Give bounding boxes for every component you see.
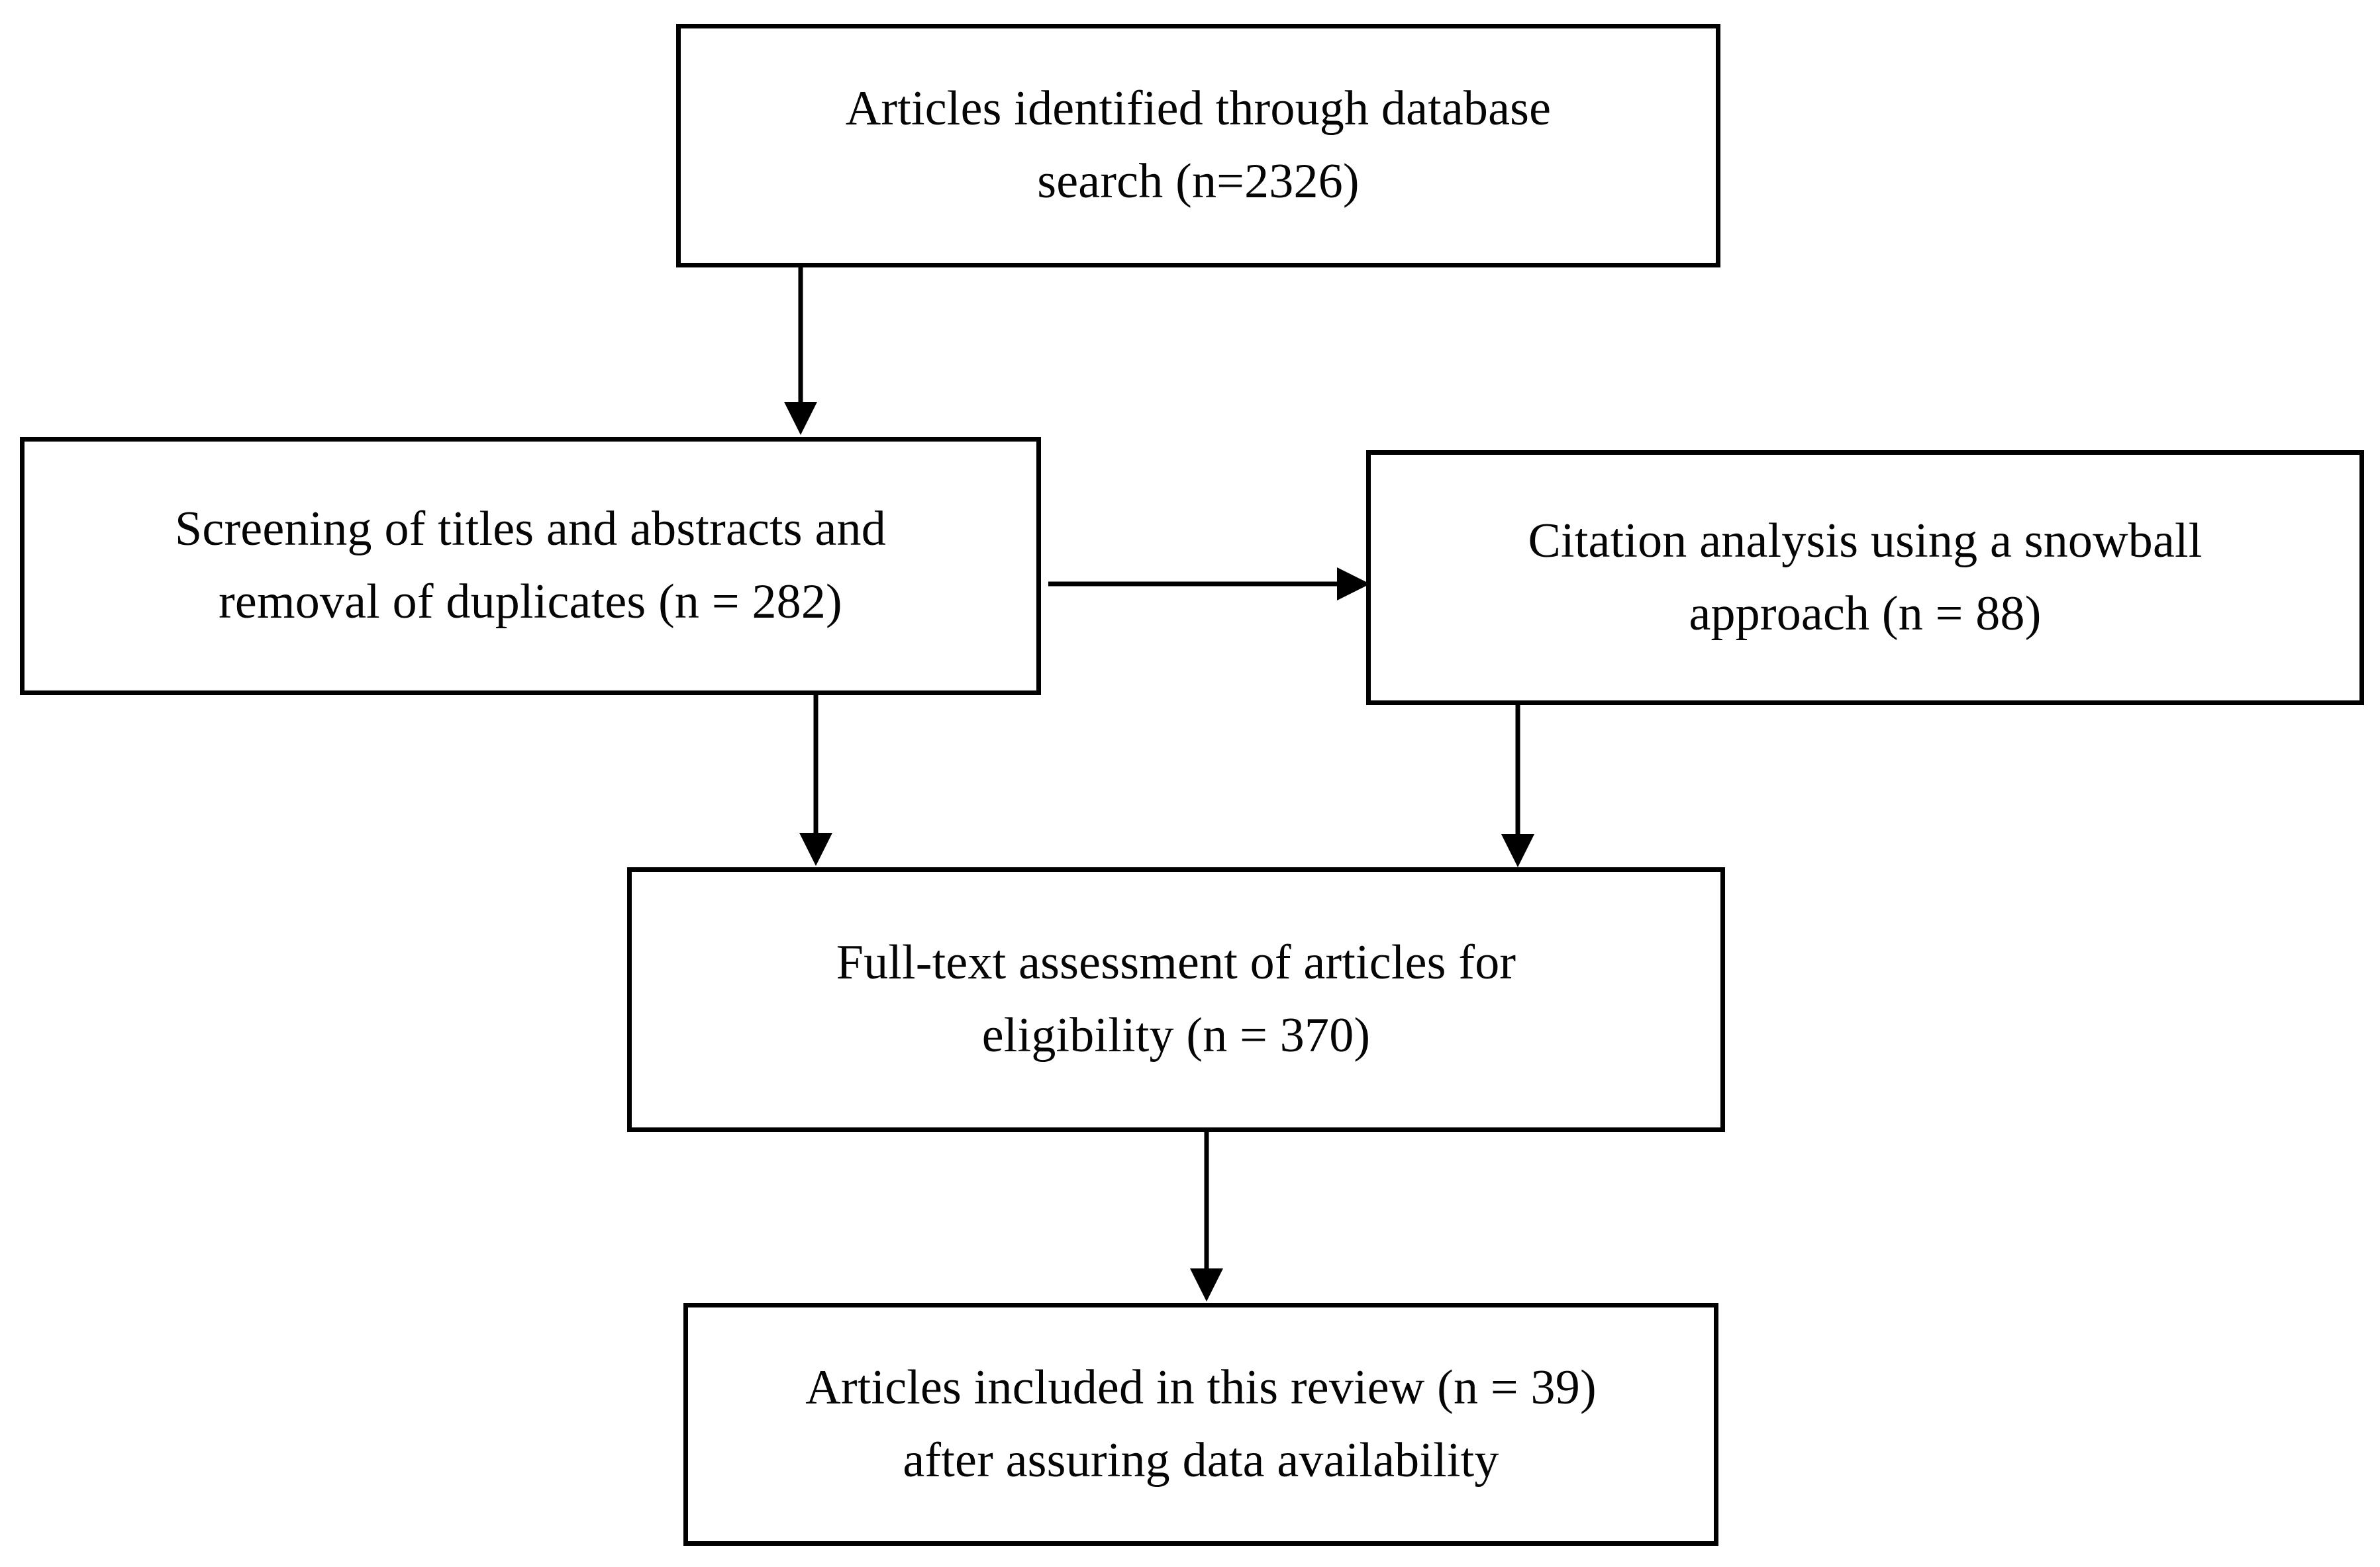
citation-analysis-box: Citation analysis using a snowball appro…: [1366, 450, 2364, 705]
articles-included-label: Articles included in this review (n = 39…: [805, 1360, 1597, 1488]
arrow-identification-to-screening: [781, 267, 821, 436]
arrow-screening-to-citation: [1041, 566, 1372, 603]
arrow-citation-to-fulltext: [1499, 703, 1538, 870]
full-text-assessment-box: Full-text assessment of articles for eli…: [627, 867, 1725, 1132]
arrow-fulltext-to-included: [1187, 1132, 1227, 1304]
articles-identified-label: Articles identified through database sea…: [845, 81, 1552, 209]
articles-identified-box: Articles identified through database sea…: [676, 24, 1720, 267]
full-text-assessment-label: Full-text assessment of articles for eli…: [836, 935, 1516, 1063]
screening-box: Screening of titles and abstracts and re…: [20, 437, 1041, 695]
arrow-screening-to-fulltext: [797, 695, 836, 869]
articles-included-box: Articles included in this review (n = 39…: [683, 1303, 1718, 1546]
screening-label: Screening of titles and abstracts and re…: [175, 502, 886, 629]
citation-analysis-label: Citation analysis using a snowball appro…: [1528, 513, 2203, 641]
